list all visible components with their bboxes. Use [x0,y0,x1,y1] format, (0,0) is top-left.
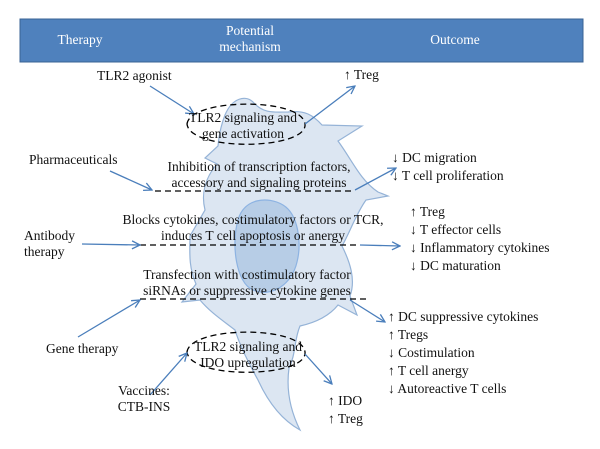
header-bar [19,18,584,63]
outcome-item: ↓ Inflammatory cytokines [410,240,550,255]
arrow-pharmaceuticals-in [109,170,152,190]
outcome-item: ↓ T cell proliferation [392,168,504,183]
outcome-group-2: ↓ DC migration ↓ T cell proliferation [392,149,504,185]
outcome-item: ↓ DC migration [392,150,477,165]
arrow-blocks-out [359,245,400,246]
cell-nucleus [234,199,300,293]
outcome-group-1: ↑ Treg [344,66,379,84]
outcome-group-4: ↑ DC suppressive cytokines ↑ Tregs ↓ Cos… [388,308,538,398]
outcome-item: ↑ Treg [328,411,363,426]
header-outcome: Outcome [430,32,480,47]
outcome-item: ↑ DC suppressive cytokines [388,309,539,324]
arrow-tlr2-agonist-in [149,85,194,114]
mechanism-blocks: Blocks cytokines, costimulatory factors … [122,212,384,243]
arrow-gene-therapy-in [77,300,140,338]
mechanism-tlr2-ido: TLR2 signaling and IDO upregulation [194,339,302,370]
dashed-arc-tlr2-ido [186,331,306,373]
therapy-gene-therapy: Gene therapy [46,341,119,356]
arrow-dc-migration-out [354,168,396,191]
dashed-arc-tlr2-signaling [186,103,306,145]
therapy-tlr2-agonist: TLR2 agonist [97,68,172,83]
arrow-vaccines-in [149,353,187,396]
arrow-ido-out [304,353,332,384]
arrow-antibody-in [81,244,140,245]
outcome-item: ↓ Costimulation [388,345,475,360]
arrow-transfection-out [349,299,385,322]
mechanism-tlr2-signaling: TLR2 signaling and gene activation [189,110,297,141]
outcome-item: ↑ Tregs [388,327,429,342]
outcome-item: ↓ Autoreactive T cells [388,381,507,396]
outcome-item: ↓ DC maturation [410,258,501,273]
outcome-group-3: ↑ Treg ↓ T effector cells ↓ Inflammatory… [410,203,549,275]
arrow-treg-out [304,86,355,125]
outcome-item: ↑ IDO [328,393,363,408]
mechanism-transfection: Transfection with costimulatory factor s… [143,267,351,298]
therapy-pharmaceuticals: Pharmaceuticals [29,152,118,167]
outcome-item: ↓ T effector cells [410,222,502,237]
outcome-item: ↑ Treg [410,204,445,219]
header-mechanism: Potential mechanism [219,23,281,54]
header-therapy: Therapy [57,32,103,47]
therapy-vaccines: Vaccines: CTB-INS [117,383,171,414]
therapy-antibody: Antibody therapy [24,228,76,259]
outcome-group-5: ↑ IDO ↑ Treg [328,392,363,428]
outcome-item: ↑ T cell anergy [388,363,469,378]
mechanism-inhibition: Inhibition of transcription factors, acc… [167,159,351,190]
outcome-item: ↑ Treg [344,67,379,82]
